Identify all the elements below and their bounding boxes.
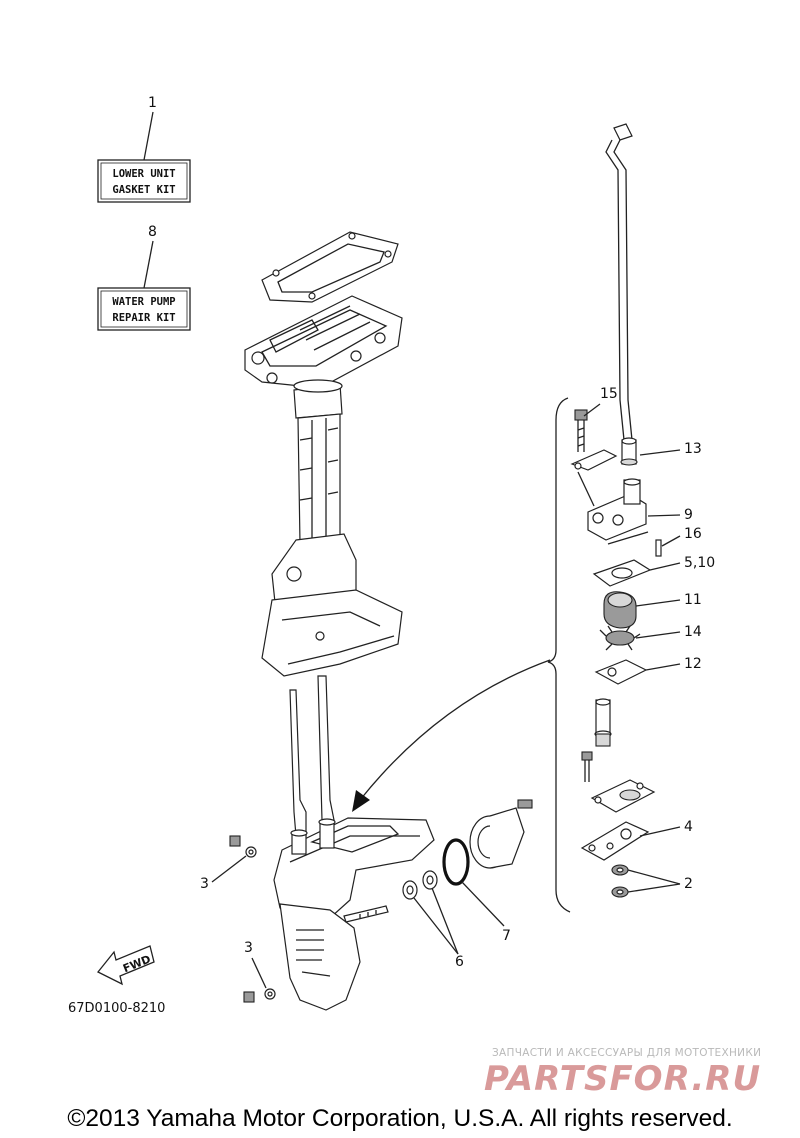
callout-15: 15 xyxy=(600,386,618,402)
pump-tube xyxy=(594,698,612,747)
watermark-logo: PARTSFOR.RU xyxy=(484,1059,761,1099)
copyright-notice: ©2013 Yamaha Motor Corporation, U.S.A. A… xyxy=(67,1105,732,1132)
callout-2: 2 xyxy=(684,876,693,892)
bearing-housing xyxy=(469,799,533,869)
bolt-15 xyxy=(574,409,588,452)
grommet-13 xyxy=(620,437,638,466)
fwd-arrow: FWD xyxy=(96,945,155,986)
gasket-5-10 xyxy=(592,559,652,587)
kit-1-callout: 1 LOWER UNIT GASKET KIT xyxy=(97,95,191,203)
pump-bolt xyxy=(581,751,593,782)
callout-12: 12 xyxy=(684,656,702,672)
callout-9: 9 xyxy=(684,507,693,523)
callout-3-upper: 3 xyxy=(200,876,209,892)
washers-2 xyxy=(611,864,629,898)
drain-plug-upper xyxy=(229,835,257,858)
group-bracket xyxy=(547,397,571,913)
callout-6: 6 xyxy=(455,954,464,970)
callout-4: 4 xyxy=(684,819,693,835)
callout-5-10: 5,10 xyxy=(684,555,715,571)
o-ring xyxy=(442,838,470,886)
kit-1-line1: LOWER UNIT xyxy=(112,168,175,180)
oil-seals xyxy=(402,870,438,900)
assembly-arrow-head xyxy=(352,790,370,812)
kit-8-number: 8 xyxy=(148,224,157,240)
pump-plate xyxy=(570,449,618,471)
callout-3-lower: 3 xyxy=(244,940,253,956)
callout-7: 7 xyxy=(502,928,511,944)
gasket-4 xyxy=(580,821,650,861)
callout-13: 13 xyxy=(684,441,702,457)
kit-8-line1: WATER PUMP xyxy=(112,296,175,308)
callout-11: 11 xyxy=(684,592,702,608)
water-tube xyxy=(605,123,633,441)
diagram-code: 67D0100-8210 xyxy=(68,1001,165,1016)
kit-8-line2: REPAIR KIT xyxy=(112,312,175,324)
kit-1-number: 1 xyxy=(148,95,157,111)
drain-plug-lower xyxy=(243,988,276,1003)
assembly-arrow xyxy=(359,659,551,801)
insert-cartridge-11 xyxy=(603,591,637,629)
watermark-tagline: ЗАПЧАСТИ И АКСЕССУАРЫ ДЛЯ МОТОТЕХНИКИ xyxy=(492,1047,761,1059)
kit-8-callout: 8 WATER PUMP REPAIR KIT xyxy=(97,224,191,331)
impeller-14 xyxy=(599,625,641,651)
callout-16: 16 xyxy=(684,526,702,542)
outer-plate-12 xyxy=(594,659,648,685)
kit-1-box xyxy=(97,159,191,203)
lower-gearcase xyxy=(273,817,435,1011)
pump-housing-9 xyxy=(577,471,647,541)
callout-14: 14 xyxy=(684,624,702,640)
upper-gasket xyxy=(261,231,399,303)
kit-8-box xyxy=(97,287,191,331)
pump-base xyxy=(590,779,656,813)
kit-1-line2: GASKET KIT xyxy=(112,184,175,196)
driveshaft-housing xyxy=(244,295,403,677)
pin-16 xyxy=(655,539,662,557)
